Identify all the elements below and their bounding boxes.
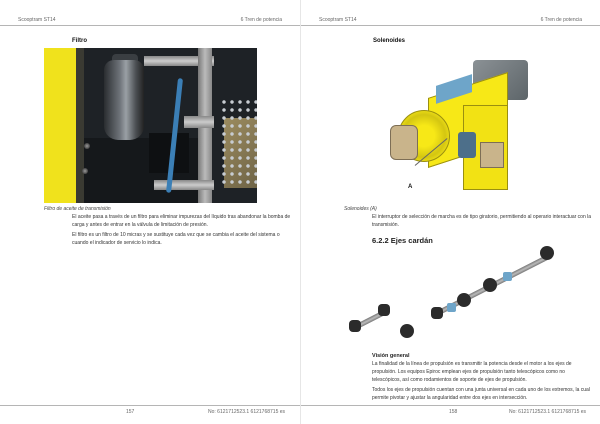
paragraph: La finalidad de la línea de propulsión e… — [372, 361, 572, 383]
cardan-shafts-illustration — [340, 240, 560, 345]
support-bearing — [503, 272, 512, 281]
doc-number: No: 6121712523.1 6121768715 es — [509, 409, 587, 415]
fitting — [84, 143, 90, 149]
u-joint-yoke — [483, 278, 497, 292]
left-page: Scooptram ST14 6 Tren de potencia Filtro… — [0, 17, 300, 415]
footer-rule — [0, 405, 300, 406]
pipe — [144, 56, 214, 66]
figure-title: Solenoides — [373, 38, 406, 44]
figure-caption: Solenoides (A) — [344, 206, 377, 212]
doc-number: No: 6121712523.1 6121768715 es — [208, 409, 286, 415]
paragraph: El filtro es un filtro de 10 micras y se… — [72, 232, 280, 246]
page-header: Scooptram ST14 6 Tren de potencia — [18, 17, 282, 26]
pipe — [184, 116, 214, 128]
right-page: Scooptram ST14 6 Tren de potencia Soleno… — [300, 0, 600, 424]
figure-title: Filtro — [72, 38, 87, 44]
section-heading: 6.2.2 Ejes cardán — [372, 236, 433, 245]
transmission-illustration: A — [368, 50, 558, 200]
page-number: 158 — [449, 409, 458, 415]
solenoid-valve — [458, 132, 476, 158]
paragraph: El interruptor de selección de marcha es… — [372, 214, 592, 228]
body-text: El aceite pasa a través de un filtro par… — [72, 213, 294, 249]
header-product: Scooptram ST14 — [319, 17, 357, 23]
u-joint-yoke — [457, 293, 471, 307]
panel-shadow — [76, 48, 84, 203]
u-joint-yoke — [540, 246, 554, 260]
mount-bracket — [390, 125, 418, 160]
header-chapter: 6 Tren de potencia — [240, 17, 282, 23]
body-text: La finalidad de la línea de propulsión e… — [372, 360, 594, 404]
figure-caption: Filtro de aceite de transmisión — [44, 206, 111, 212]
yellow-panel — [44, 48, 78, 203]
filter-cap — [112, 54, 138, 64]
header-product: Scooptram ST14 — [18, 17, 56, 23]
u-joint-yoke — [378, 304, 390, 316]
filter-canister — [104, 60, 144, 140]
mount-bracket — [480, 142, 504, 168]
body-text: El interruptor de selección de marcha es… — [372, 213, 594, 231]
page-number: 157 — [126, 409, 135, 415]
support-bearing — [447, 303, 456, 312]
paragraph: El aceite pasa a través de un filtro par… — [72, 214, 291, 228]
paragraph: Todos los ejes de propulsión cuentan con… — [372, 387, 590, 401]
header-rule — [301, 25, 600, 26]
header-chapter: 6 Tren de potencia — [540, 17, 582, 23]
fitting — [82, 168, 88, 174]
footer-rule — [301, 405, 600, 406]
subsection-heading: Visión general — [372, 353, 410, 359]
u-joint-yoke — [349, 320, 361, 332]
universal-joint — [400, 324, 414, 338]
u-joint-yoke — [431, 307, 443, 319]
filter-photo — [44, 48, 257, 203]
pipe — [154, 180, 214, 190]
bolts — [220, 98, 257, 188]
page-header: Scooptram ST14 6 Tren de potencia — [319, 17, 582, 26]
callout-label: A — [408, 184, 413, 190]
header-rule — [0, 25, 300, 26]
